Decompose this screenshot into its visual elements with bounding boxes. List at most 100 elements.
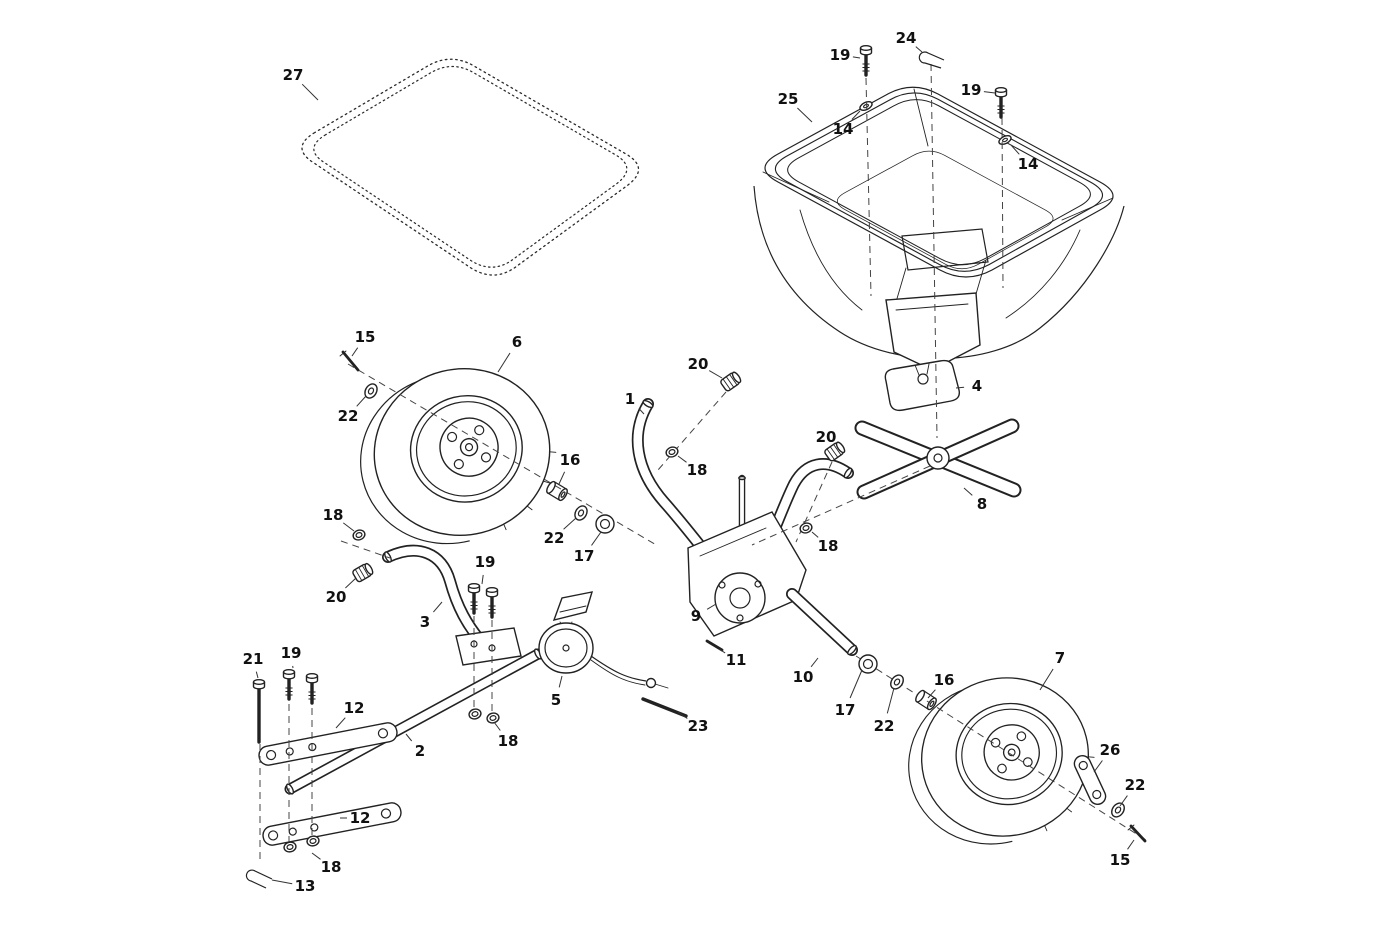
callout-leader-18 <box>811 531 819 538</box>
nut-18-e <box>485 711 501 725</box>
callout-20: 20 <box>326 577 357 606</box>
callout-number-8: 8 <box>977 495 987 513</box>
callout-number-14: 14 <box>833 120 854 138</box>
callout-number-1: 1 <box>625 390 635 408</box>
callout-16: 16 <box>558 451 581 485</box>
callout-leader-7 <box>1039 668 1054 691</box>
bolt-19-bracket-b <box>484 586 500 619</box>
callout-number-15: 15 <box>355 328 376 346</box>
callout-17: 17 <box>574 531 602 565</box>
callout-number-16: 16 <box>560 451 581 469</box>
callout-24: 24 <box>896 29 923 53</box>
callout-22: 22 <box>874 687 895 735</box>
callout-leader-11 <box>718 648 726 654</box>
callout-14: 14 <box>1010 144 1039 173</box>
callout-number-6: 6 <box>512 333 522 351</box>
callout-number-20: 20 <box>816 428 837 446</box>
callout-21: 21 <box>243 650 263 679</box>
callout-19: 19 <box>830 46 861 64</box>
callout-15: 15 <box>351 328 376 357</box>
bearing-17-a <box>595 514 615 534</box>
bushing-20-c <box>351 561 376 584</box>
callout-number-22: 22 <box>874 717 895 735</box>
callout-leader-18 <box>677 455 687 463</box>
callout-22: 22 <box>338 395 367 425</box>
callout-number-4: 4 <box>972 377 982 395</box>
callout-18: 18 <box>677 455 708 479</box>
callout-leader-23 <box>677 711 688 719</box>
callout-number-14: 14 <box>1018 155 1039 173</box>
pin-11 <box>705 639 724 652</box>
callout-number-7: 7 <box>1055 649 1065 667</box>
callout-number-26: 26 <box>1100 741 1121 759</box>
callout-leader-22 <box>356 395 367 407</box>
callout-18: 18 <box>493 721 518 750</box>
callout-leader-8 <box>963 487 973 496</box>
bolt-19-right <box>993 85 1009 119</box>
callout-number-18: 18 <box>818 537 839 555</box>
callout-18: 18 <box>811 531 839 555</box>
callout-leader-19 <box>481 574 484 585</box>
callout-leader-3 <box>433 601 443 613</box>
callout-leader-4 <box>955 386 965 389</box>
callout-leader-18 <box>342 522 355 532</box>
callout-leader-20 <box>708 370 723 379</box>
callout-2: 2 <box>405 733 425 760</box>
callout-leader-1 <box>638 408 645 415</box>
callout-number-3: 3 <box>420 613 430 631</box>
gate-plate-4 <box>884 359 961 412</box>
bolt-19-hitch-a <box>281 668 297 701</box>
callout-19: 19 <box>475 553 495 585</box>
hardware <box>245 44 1147 889</box>
callout-12: 12 <box>340 809 370 827</box>
callout-6: 6 <box>497 333 522 373</box>
callout-number-25: 25 <box>778 90 799 108</box>
callout-number-13: 13 <box>295 877 316 895</box>
bolt-19-left <box>858 44 874 77</box>
callout-leader-17 <box>849 669 863 699</box>
callout-leader-19 <box>983 91 996 94</box>
callout-leader-27 <box>301 83 319 101</box>
cotter-pin-13 <box>245 869 273 889</box>
nut-18-b <box>798 520 814 536</box>
bushing-20-a <box>719 369 744 393</box>
callout-27: 27 <box>283 66 319 101</box>
callout-leader-14 <box>851 110 861 120</box>
callout-leader-16 <box>927 689 936 699</box>
callout-20: 20 <box>816 428 837 446</box>
washer-22-c <box>887 671 907 693</box>
callout-leader-15 <box>351 347 359 357</box>
callout-number-18: 18 <box>321 858 342 876</box>
hopper <box>753 86 1125 383</box>
callout-8: 8 <box>963 487 987 513</box>
callout-leader-25 <box>797 107 813 123</box>
callout-number-23: 23 <box>688 717 709 735</box>
callout-3: 3 <box>420 601 443 631</box>
hopper-lid <box>301 58 640 276</box>
callout-number-10: 10 <box>793 668 814 686</box>
callout-leader-5 <box>558 675 563 688</box>
clevis-pin-21 <box>252 679 266 744</box>
callout-23: 23 <box>677 711 709 735</box>
axle-tube-2 <box>285 648 542 795</box>
callout-number-17: 17 <box>574 547 595 565</box>
callout-number-9: 9 <box>691 607 701 625</box>
callout-leader-10 <box>810 657 819 668</box>
callout-number-19: 19 <box>830 46 851 64</box>
callout-7: 7 <box>1039 649 1065 691</box>
callout-20: 20 <box>688 355 723 379</box>
callout-leader-18 <box>311 852 321 860</box>
callout-12: 12 <box>335 699 364 729</box>
callout-number-12: 12 <box>350 809 371 827</box>
callout-22: 22 <box>1119 776 1145 807</box>
callout-leader-16 <box>558 471 566 485</box>
callout-5: 5 <box>551 675 563 709</box>
frame-assembly <box>638 399 858 655</box>
axis-lines <box>259 63 1147 864</box>
callout-25: 25 <box>778 90 813 123</box>
callout-number-18: 18 <box>687 461 708 479</box>
callout-leader-20 <box>345 577 357 589</box>
callout-leader-14 <box>1010 144 1020 155</box>
pin-15-left <box>339 350 360 372</box>
